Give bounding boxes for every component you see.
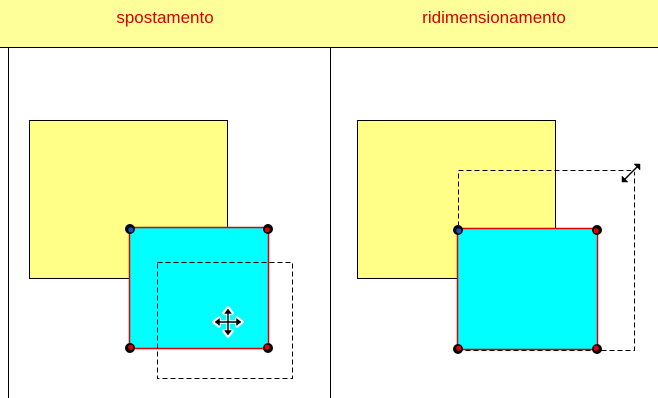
- selected-rectangle[interactable]: [456, 227, 599, 351]
- selection-handles[interactable]: [453, 225, 602, 354]
- header-band: [0, 0, 658, 47]
- move-cursor-icon: [212, 306, 244, 338]
- move-panel-title: spostamento: [116, 8, 214, 27]
- resize-preview-outline: [458, 170, 635, 351]
- move-panel: [29, 120, 293, 379]
- selection-handles[interactable]: [125, 224, 273, 353]
- resize-panel-title: ridimensionamento: [422, 8, 566, 27]
- resize-cursor-icon: [620, 162, 642, 184]
- resize-panel: [357, 120, 642, 354]
- move-preview-outline: [157, 262, 293, 379]
- selected-rectangle[interactable]: [128, 226, 270, 350]
